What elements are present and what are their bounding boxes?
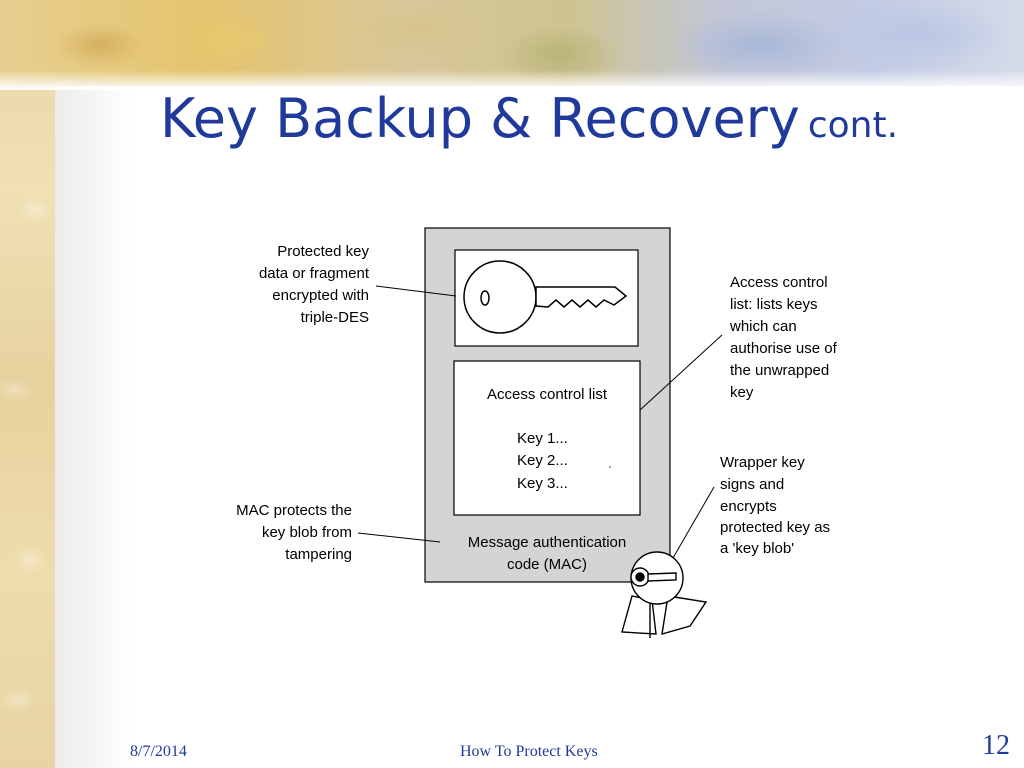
callout-acl-line-4: authorise use of <box>730 340 838 357</box>
callout-wrapper-line-4: protected key as <box>720 519 830 536</box>
callout-protected-leader <box>375 285 457 297</box>
acl-box <box>453 360 641 516</box>
callout-mac-line-3: tampering <box>285 546 352 563</box>
callout-wrapper-line-1: Wrapper key <box>720 454 805 471</box>
left-gradient-fade <box>55 85 135 768</box>
acl-heading: Access control list <box>487 386 608 403</box>
acl-dot <box>609 466 611 468</box>
callout-protected-line-4: triple-DES <box>301 309 369 326</box>
callout-acl-line-5: the unwrapped <box>730 362 829 379</box>
callout-protected-line-3: encrypted with <box>272 287 369 304</box>
footer-date: 8/7/2014 <box>130 743 187 760</box>
callout-wrapper-leader <box>672 486 715 559</box>
callout-acl-leader <box>639 334 723 411</box>
left-decorative-strip <box>0 0 55 768</box>
acl-key-3: Key 3... <box>517 475 568 492</box>
mac-box-line-2: code (MAC) <box>507 556 587 573</box>
key-icon <box>463 260 628 334</box>
mac-box-line-1: Message authentication <box>468 534 626 551</box>
key-holder-figure-icon <box>621 551 708 638</box>
callout-wrapper-line-5: a 'key blob' <box>720 540 794 557</box>
callout-wrapper-line-2: signs and <box>720 476 784 493</box>
acl-key-1: Key 1... <box>517 430 568 447</box>
callout-protected-line-1: Protected key <box>277 243 369 260</box>
callout-acl-line-1: Access control <box>730 274 828 291</box>
callout-acl-line-6: key <box>730 384 754 401</box>
callout-mac-line-1: MAC protects the <box>236 502 352 519</box>
slide-title-suffix: cont. <box>807 105 899 146</box>
slide-title-main: Key Backup & Recovery <box>160 87 800 150</box>
page-number: 12 <box>982 730 1010 761</box>
callout-protected-line-2: data or fragment <box>259 265 370 282</box>
acl-key-2: Key 2... <box>517 452 568 469</box>
callout-mac-line-2: key blob from <box>262 524 352 541</box>
footer-title: How To Protect Keys <box>460 743 598 760</box>
callout-acl-line-3: which can <box>729 318 797 335</box>
callout-mac-leader <box>357 532 441 543</box>
callout-acl-line-2: list: lists keys <box>730 296 818 313</box>
top-banner-fade <box>0 70 1024 90</box>
callout-wrapper-line-3: encrypts <box>720 498 777 515</box>
